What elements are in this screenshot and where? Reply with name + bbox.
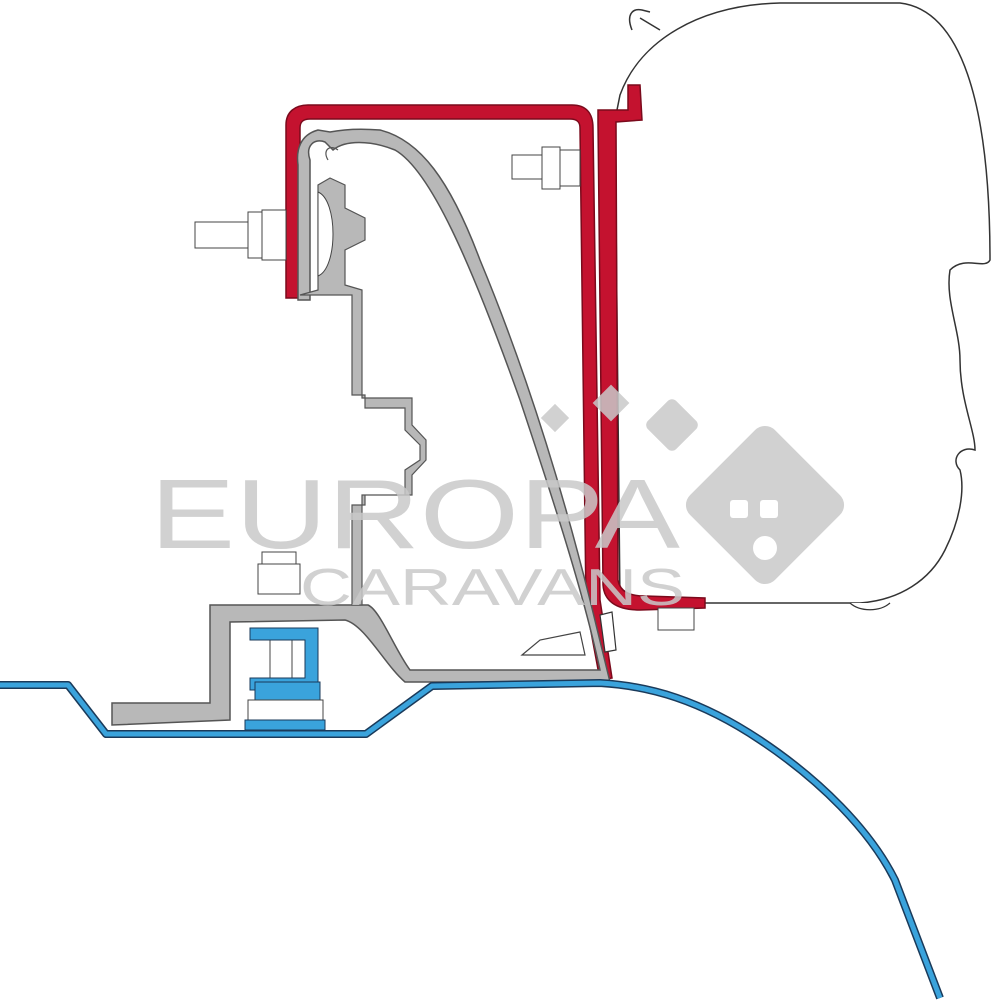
red-hook-rail [597, 84, 706, 611]
left-bolt [194, 191, 334, 277]
caravan-diamond-icon [540, 384, 845, 585]
watermark-line2: CARAVANS [300, 559, 685, 617]
rail-bolt [657, 607, 695, 631]
vehicle-roof [0, 679, 944, 1000]
right-bolt [511, 146, 581, 190]
aluminium-adapter-profile [111, 128, 611, 726]
watermark-line1: EUROPA [150, 459, 681, 569]
watermark-logo: EUROPA CARAVANS [150, 384, 845, 617]
